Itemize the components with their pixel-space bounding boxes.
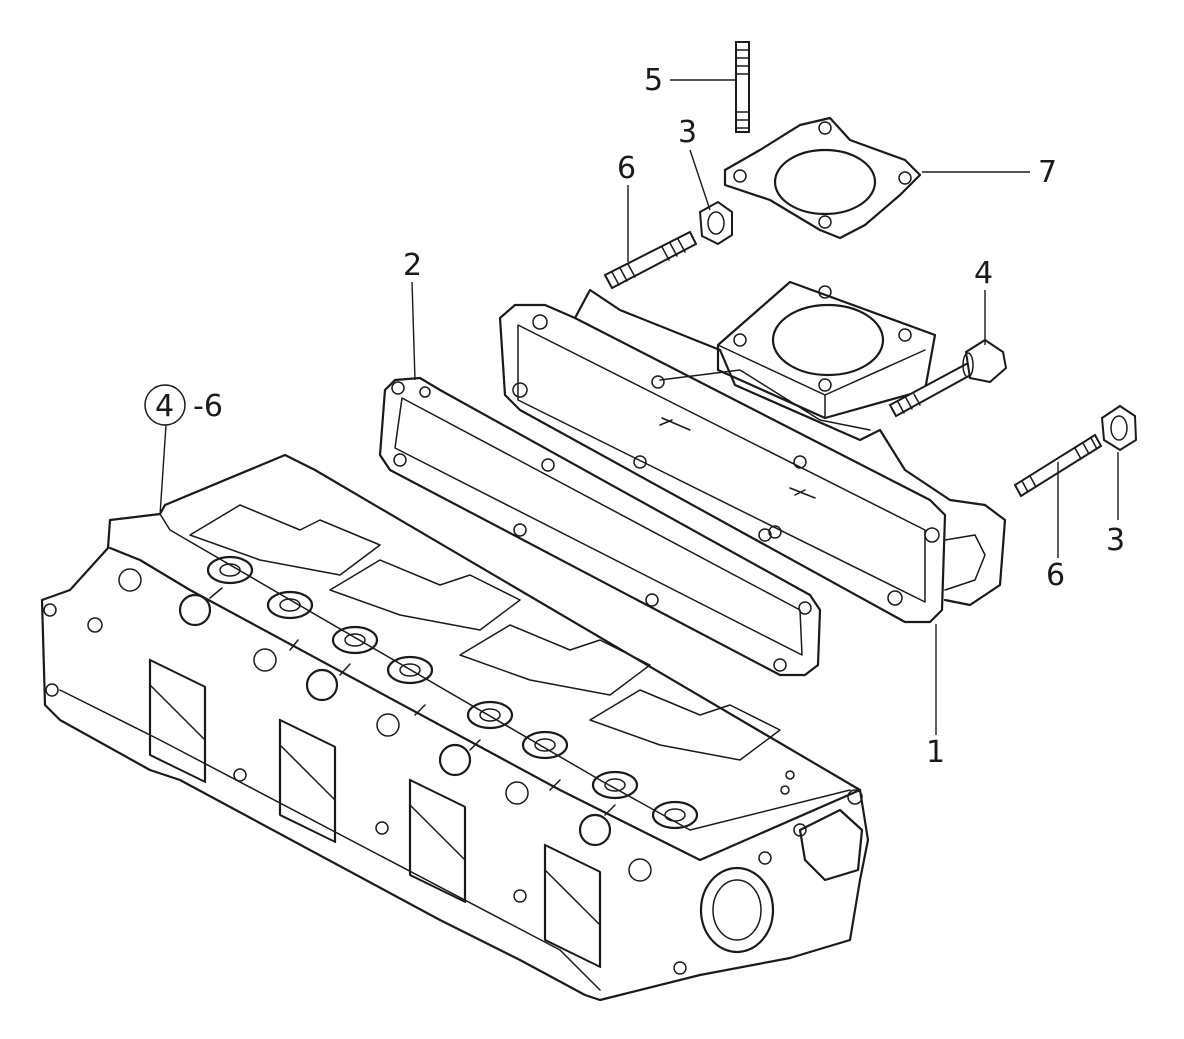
bolt-right: [888, 338, 1008, 418]
callouts: 5 3 6 7 2 4 3 6 1 4 -6: [144, 63, 1125, 770]
callout-stud-right: 6: [1046, 558, 1065, 593]
manifold-gasket: [378, 376, 822, 677]
callout-manifold-gasket: 2: [403, 248, 422, 283]
callout-bolt-right: 4: [974, 256, 993, 291]
callout-exhaust-manifold: 1: [926, 735, 945, 770]
stud-top: [735, 41, 750, 133]
exhaust-manifold: [498, 280, 1007, 624]
stud-left: [603, 230, 698, 290]
callout-flange-gasket: 7: [1038, 155, 1057, 190]
leader-lines: [159, 79, 1119, 735]
callout-cylinder-head-circle: 4: [155, 389, 174, 424]
cylinder-head-callout-circle: [144, 384, 186, 426]
callout-stud-top: 5: [644, 63, 663, 98]
nut-top: [698, 200, 733, 246]
callout-cylinder-head-suffix: -6: [193, 389, 223, 424]
nut-right: [1100, 404, 1138, 452]
callout-stud-left: 6: [617, 151, 636, 186]
cylinder-head: [40, 453, 870, 1002]
callout-nut-right: 3: [1106, 523, 1125, 558]
flange-gasket: [723, 116, 922, 240]
callout-nut-top: 3: [678, 115, 697, 150]
